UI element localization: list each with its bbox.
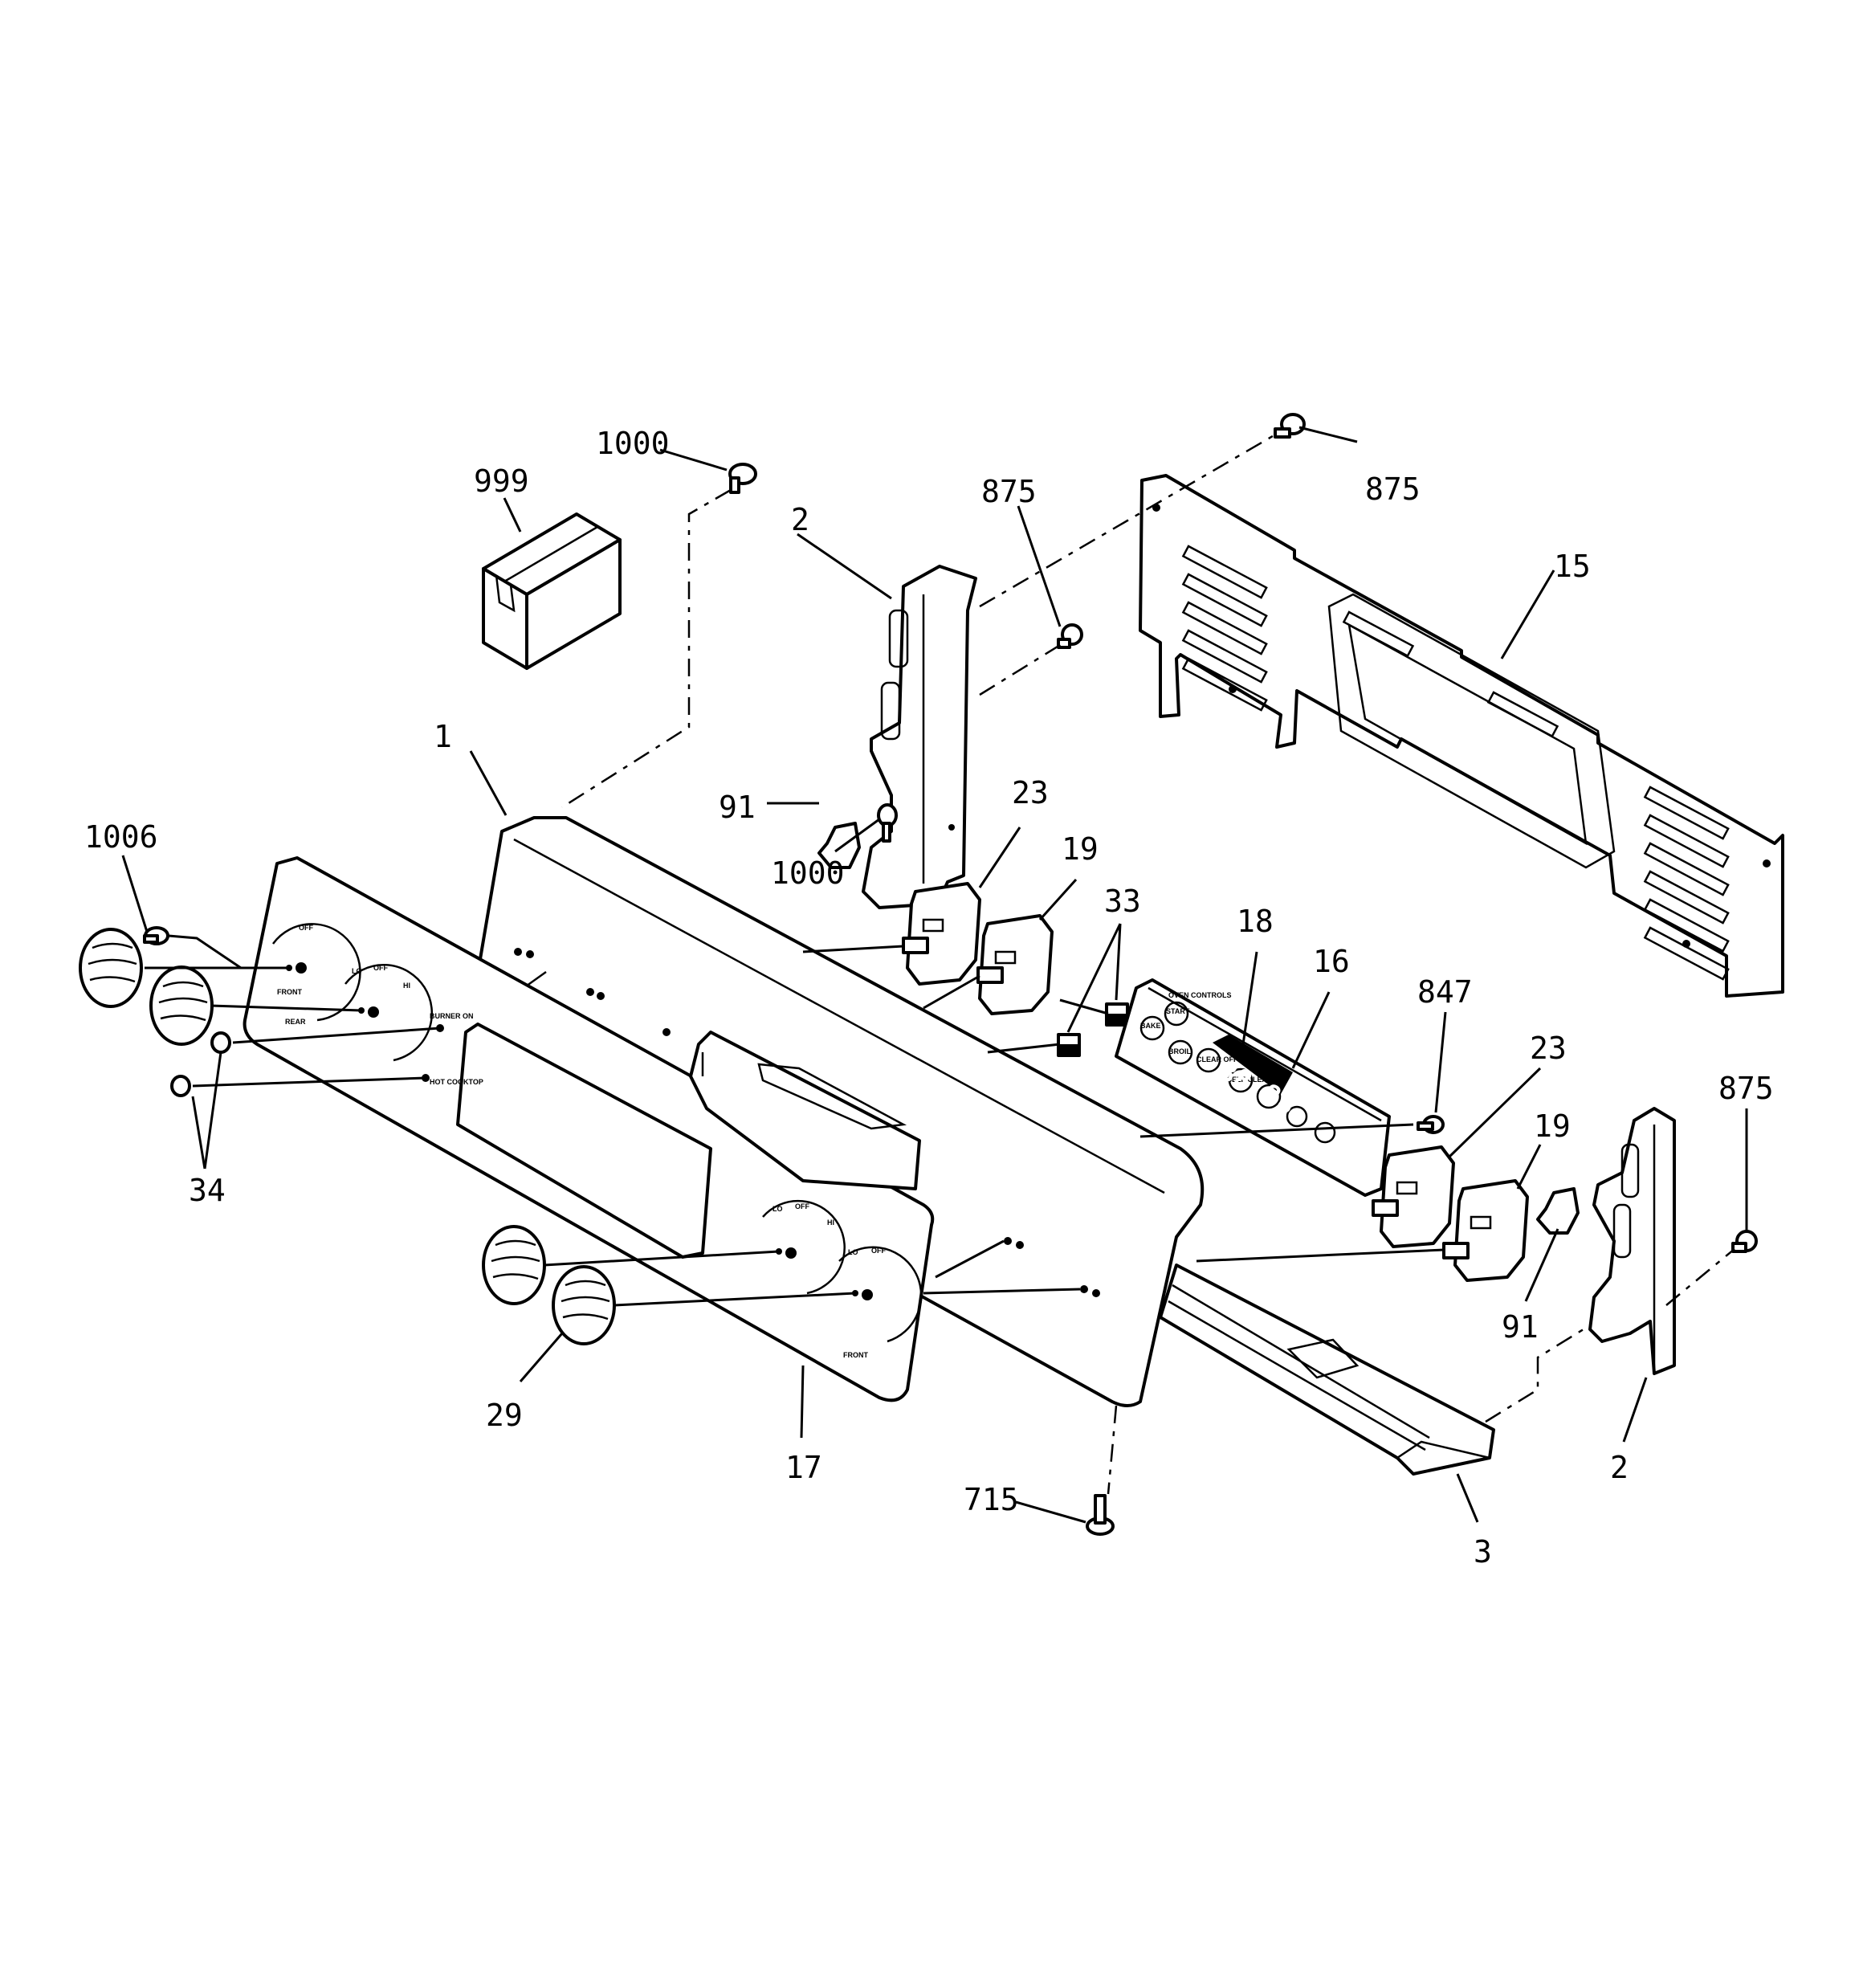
svg-text:HI: HI xyxy=(827,1219,834,1227)
svg-text:FRONT: FRONT xyxy=(277,988,302,996)
callout-29: 29 xyxy=(486,1398,523,1433)
backguard-holes xyxy=(514,948,1100,1297)
part-2-endcap-left xyxy=(862,565,977,909)
part-16-oven-control-board: OVEN CONTROLS BAKE BROIL START CLEAR OFF… xyxy=(1115,978,1391,1197)
screw-1000-top xyxy=(728,463,757,494)
svg-text:OVEN CONTROLS: OVEN CONTROLS xyxy=(1168,991,1232,999)
burner-on-label: BURNER ON xyxy=(430,1012,474,1020)
callout-19-left: 19 xyxy=(1062,831,1099,867)
part-17-front-panel xyxy=(243,856,935,1402)
assembly-lines xyxy=(145,432,1735,1495)
dial-right-front: OFF LO FRONT xyxy=(838,1246,923,1359)
part-33-indicator-light-a xyxy=(1105,1002,1129,1027)
svg-text:BROIL: BROIL xyxy=(1168,1047,1192,1055)
callout-1000-top: 1000 xyxy=(596,426,670,461)
svg-text:LO: LO xyxy=(352,967,362,975)
screw-847 xyxy=(1417,1115,1445,1134)
callout-91-left: 91 xyxy=(719,790,756,825)
part-19-switch-right xyxy=(1442,1179,1529,1282)
part-23-switch-left xyxy=(902,882,981,986)
callout-34: 34 xyxy=(189,1173,226,1208)
screw-875-upper xyxy=(1274,413,1306,439)
part-23-switch-right xyxy=(1372,1145,1455,1248)
callout-23-right: 23 xyxy=(1530,1031,1567,1066)
svg-text:HI: HI xyxy=(403,982,410,990)
callout-1000-lower: 1000 xyxy=(771,855,845,891)
callout-875-right: 875 xyxy=(1718,1071,1774,1106)
svg-text:START: START xyxy=(1166,1007,1190,1015)
dial-right-rear: OFF LO HI xyxy=(762,1199,846,1295)
part-33-indicator-light-b xyxy=(1057,1033,1081,1057)
svg-text:FRONT: FRONT xyxy=(843,1351,868,1359)
callout-1006: 1006 xyxy=(84,819,158,855)
svg-text:SELF CLEAN: SELF CLEAN xyxy=(1227,1076,1273,1084)
callout-23-left: 23 xyxy=(1012,775,1049,810)
callout-91-right: 91 xyxy=(1502,1309,1539,1345)
vent-slots-left xyxy=(1181,545,1268,712)
screw-875-mid xyxy=(1057,623,1083,649)
svg-text:OFF: OFF xyxy=(299,924,313,932)
part-19-switch-left xyxy=(976,914,1054,1015)
leaders xyxy=(121,426,1748,1524)
screw-1000-lower xyxy=(877,803,898,843)
part-29-knob-2 xyxy=(149,965,214,1046)
callout-17: 17 xyxy=(785,1450,822,1485)
svg-text:CLEAR OFF: CLEAR OFF xyxy=(1196,1055,1238,1063)
callout-847: 847 xyxy=(1417,974,1473,1010)
svg-text:OFF: OFF xyxy=(871,1247,886,1255)
screw-875-right xyxy=(1731,1230,1758,1253)
screw-715 xyxy=(1086,1494,1115,1536)
part-29-knob-4 xyxy=(552,1265,616,1345)
part-15-rear-panel xyxy=(1139,474,1784,998)
callout-875-upper: 875 xyxy=(1365,471,1421,507)
callout-2-right: 2 xyxy=(1610,1450,1629,1485)
callout-715: 715 xyxy=(964,1482,1019,1517)
callout-33: 33 xyxy=(1104,884,1141,919)
part-2-endcap-right xyxy=(1588,1107,1676,1375)
callout-999: 999 xyxy=(474,463,529,499)
part-3-lower-trim xyxy=(1159,1263,1495,1476)
part-91-clip-left xyxy=(817,822,861,869)
callout-1: 1 xyxy=(434,719,452,754)
svg-text:BAKE: BAKE xyxy=(1140,1022,1161,1030)
part-29-knob-3 xyxy=(482,1225,546,1305)
svg-text:OFF: OFF xyxy=(373,964,388,972)
svg-text:OFF: OFF xyxy=(795,1202,809,1210)
part-91-clip-right xyxy=(1536,1187,1580,1235)
svg-text:REAR: REAR xyxy=(285,1018,306,1026)
callout-2-left: 2 xyxy=(791,502,809,537)
svg-text:LO: LO xyxy=(848,1248,858,1256)
callout-labels: 999 1000 2 875 875 15 91 1000 1 1006 23 … xyxy=(84,426,1774,1570)
callout-3: 3 xyxy=(1474,1534,1492,1570)
hot-cooktop-label: HOT COOKTOP xyxy=(430,1078,483,1086)
callout-16: 16 xyxy=(1313,944,1350,979)
callout-19-right: 19 xyxy=(1534,1108,1571,1144)
vent-slots-right xyxy=(1643,786,1730,981)
part-999-box xyxy=(482,512,622,670)
screw-1006 xyxy=(143,926,169,945)
callout-875-mid: 875 xyxy=(981,474,1037,509)
svg-text:LO: LO xyxy=(773,1205,783,1213)
callout-18: 18 xyxy=(1237,904,1274,939)
part-29-knob-1 xyxy=(79,928,143,1008)
dial-left-front: OFF LO HI FRONT xyxy=(277,964,434,1062)
callout-15: 15 xyxy=(1554,549,1591,584)
